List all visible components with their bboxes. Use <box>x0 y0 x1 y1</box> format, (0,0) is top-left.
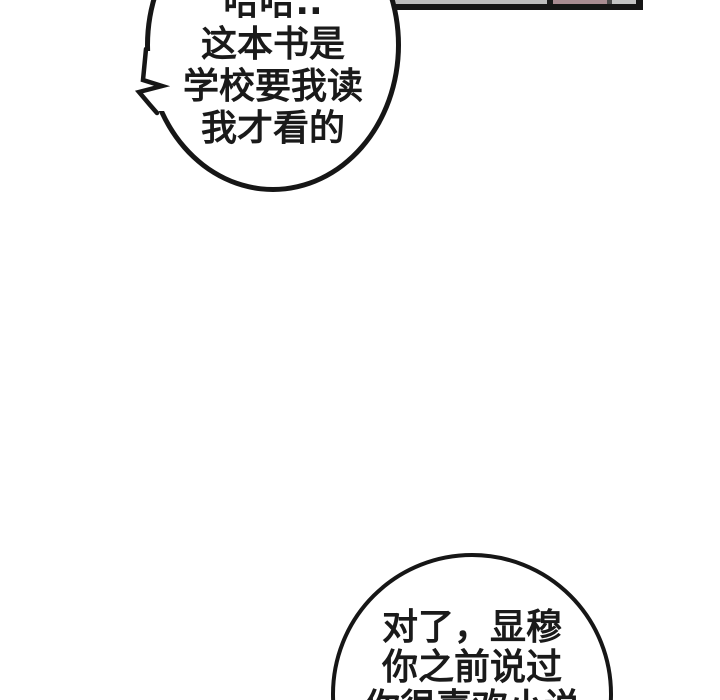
bubble-line: 你之前说过 <box>381 647 562 688</box>
bubble-line: 这本书是 <box>200 24 345 65</box>
panel-edge-segment-gray <box>388 0 547 4</box>
speech-bubble-tail <box>134 46 170 116</box>
speech-bubble-top-text: 哈哈.. 这本书是 学校要我读 我才看的 <box>145 0 401 150</box>
bubble-line: 对了，显穆 <box>381 607 562 648</box>
previous-panel-edge <box>388 0 643 10</box>
panel-edge-segment-darkgray <box>607 0 612 4</box>
panel-edge-segment-black <box>547 0 553 4</box>
panel-edge-segment-gray-2 <box>612 0 637 4</box>
previous-panel-border-corner <box>636 0 643 10</box>
bubble-line: 你很喜欢小说 <box>331 688 613 700</box>
panel-edge-segment-mauve <box>553 0 607 4</box>
bubble-line: 我才看的 <box>200 108 345 149</box>
speech-bubble-bottom-text: 对了，显穆 你之前说过 你很喜欢小说 <box>331 608 613 700</box>
bubble-line: 学校要我读 <box>182 66 363 107</box>
bubble-line: 哈哈.. <box>223 0 323 23</box>
previous-panel-border <box>388 4 643 10</box>
